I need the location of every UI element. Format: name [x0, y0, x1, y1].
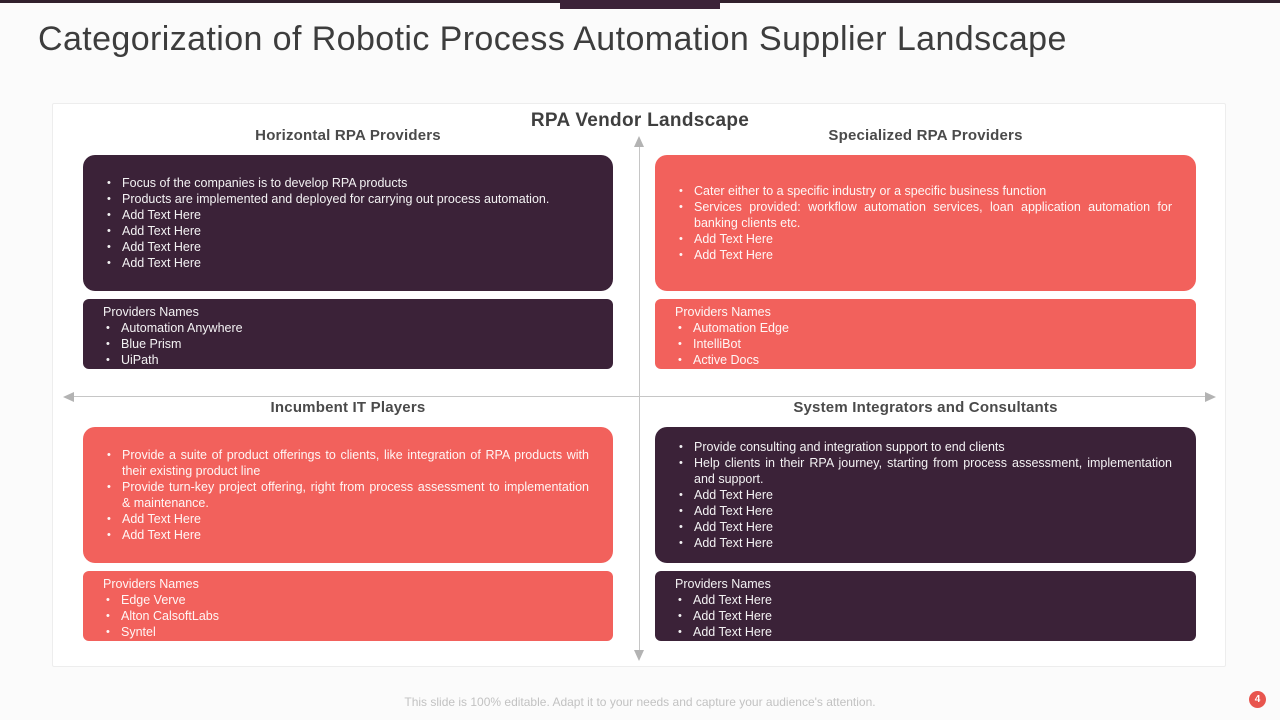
bullet-item: Add Text Here: [105, 255, 589, 271]
bullet-item: Add Text Here: [677, 535, 1172, 551]
description-list: Cater either to a specific industry or a…: [677, 183, 1172, 263]
bullet-item: Add Text Here: [677, 487, 1172, 503]
quadrant-bottom-right: System Integrators and Consultants Provi…: [655, 399, 1196, 641]
quadrant-top-left: Horizontal RPA Providers Focus of the co…: [83, 127, 613, 369]
providers-box: Providers Names Add Text HereAdd Text He…: [655, 571, 1196, 641]
providers-label: Providers Names: [103, 577, 199, 591]
bullet-item: Add Text Here: [105, 207, 589, 223]
providers-list: Edge VerveAlton CalsoftLabsSyntel: [103, 592, 591, 640]
description-box: Provide consulting and integration suppo…: [655, 427, 1196, 563]
bullet-item: Add Text Here: [105, 527, 589, 543]
provider-item: IntelliBot: [675, 336, 1174, 352]
provider-item: Blue Prism: [103, 336, 591, 352]
providers-box: Providers Names Automation AnywhereBlue …: [83, 299, 613, 369]
provider-item: Alton CalsoftLabs: [103, 608, 591, 624]
provider-item: Active Docs: [675, 352, 1174, 368]
provider-item: Add Text Here: [675, 608, 1174, 624]
page-number-badge: 4: [1249, 691, 1266, 708]
description-box: Cater either to a specific industry or a…: [655, 155, 1196, 291]
provider-item: Add Text Here: [675, 624, 1174, 640]
bullet-item: Add Text Here: [677, 519, 1172, 535]
bullet-item: Add Text Here: [105, 511, 589, 527]
provider-item: Syntel: [103, 624, 591, 640]
providers-label: Providers Names: [675, 305, 771, 319]
axis-arrow-down-icon: [634, 650, 644, 661]
description-list: Focus of the companies is to develop RPA…: [105, 175, 589, 271]
provider-item: Add Text Here: [675, 592, 1174, 608]
axis-arrow-right-icon: [1205, 392, 1216, 402]
quadrant-title: Specialized RPA Providers: [828, 127, 1023, 144]
quadrant-title: System Integrators and Consultants: [793, 399, 1058, 416]
quadrant-title: Horizontal RPA Providers: [255, 127, 441, 144]
axis-arrow-up-icon: [634, 136, 644, 147]
provider-item: UiPath: [103, 352, 591, 368]
description-list: Provide a suite of product offerings to …: [105, 447, 589, 543]
provider-item: Automation Anywhere: [103, 320, 591, 336]
provider-item: Edge Verve: [103, 592, 591, 608]
providers-list: Automation AnywhereBlue PrismUiPath: [103, 320, 591, 368]
axis-arrow-left-icon: [63, 392, 74, 402]
providers-list: Automation EdgeIntelliBotActive Docs: [675, 320, 1174, 368]
description-box: Provide a suite of product offerings to …: [83, 427, 613, 563]
bullet-item: Provide a suite of product offerings to …: [105, 447, 589, 479]
top-accent-bar: [560, 0, 720, 9]
providers-box: Providers Names Edge VerveAlton CalsoftL…: [83, 571, 613, 641]
quadrant-title: Incumbent IT Players: [270, 399, 426, 416]
bullet-item: Add Text Here: [105, 239, 589, 255]
description-box: Focus of the companies is to develop RPA…: [83, 155, 613, 291]
bullet-item: Add Text Here: [677, 231, 1172, 247]
providers-list: Add Text HereAdd Text HereAdd Text Here: [675, 592, 1174, 640]
bullet-item: Provide turn-key project offering, right…: [105, 479, 589, 511]
bullet-item: Help clients in their RPA journey, start…: [677, 455, 1172, 487]
description-list: Provide consulting and integration suppo…: [677, 439, 1172, 551]
diagram-title: RPA Vendor Landscape: [530, 110, 750, 131]
bullet-item: Cater either to a specific industry or a…: [677, 183, 1172, 199]
providers-label: Providers Names: [675, 577, 771, 591]
vertical-axis: [639, 146, 640, 652]
providers-box: Providers Names Automation EdgeIntelliBo…: [655, 299, 1196, 369]
bullet-item: Provide consulting and integration suppo…: [677, 439, 1172, 455]
footer-note: This slide is 100% editable. Adapt it to…: [404, 695, 876, 709]
quadrant-top-right: Specialized RPA Providers Cater either t…: [655, 127, 1196, 369]
provider-item: Automation Edge: [675, 320, 1174, 336]
bullet-item: Add Text Here: [677, 247, 1172, 263]
bullet-item: Products are implemented and deployed fo…: [105, 191, 589, 207]
providers-label: Providers Names: [103, 305, 199, 319]
page-title: Categorization of Robotic Process Automa…: [38, 20, 1067, 58]
bullet-item: Services provided: workflow automation s…: [677, 199, 1172, 231]
quadrant-bottom-left: Incumbent IT Players Provide a suite of …: [83, 399, 613, 641]
bullet-item: Focus of the companies is to develop RPA…: [105, 175, 589, 191]
bullet-item: Add Text Here: [677, 503, 1172, 519]
bullet-item: Add Text Here: [105, 223, 589, 239]
